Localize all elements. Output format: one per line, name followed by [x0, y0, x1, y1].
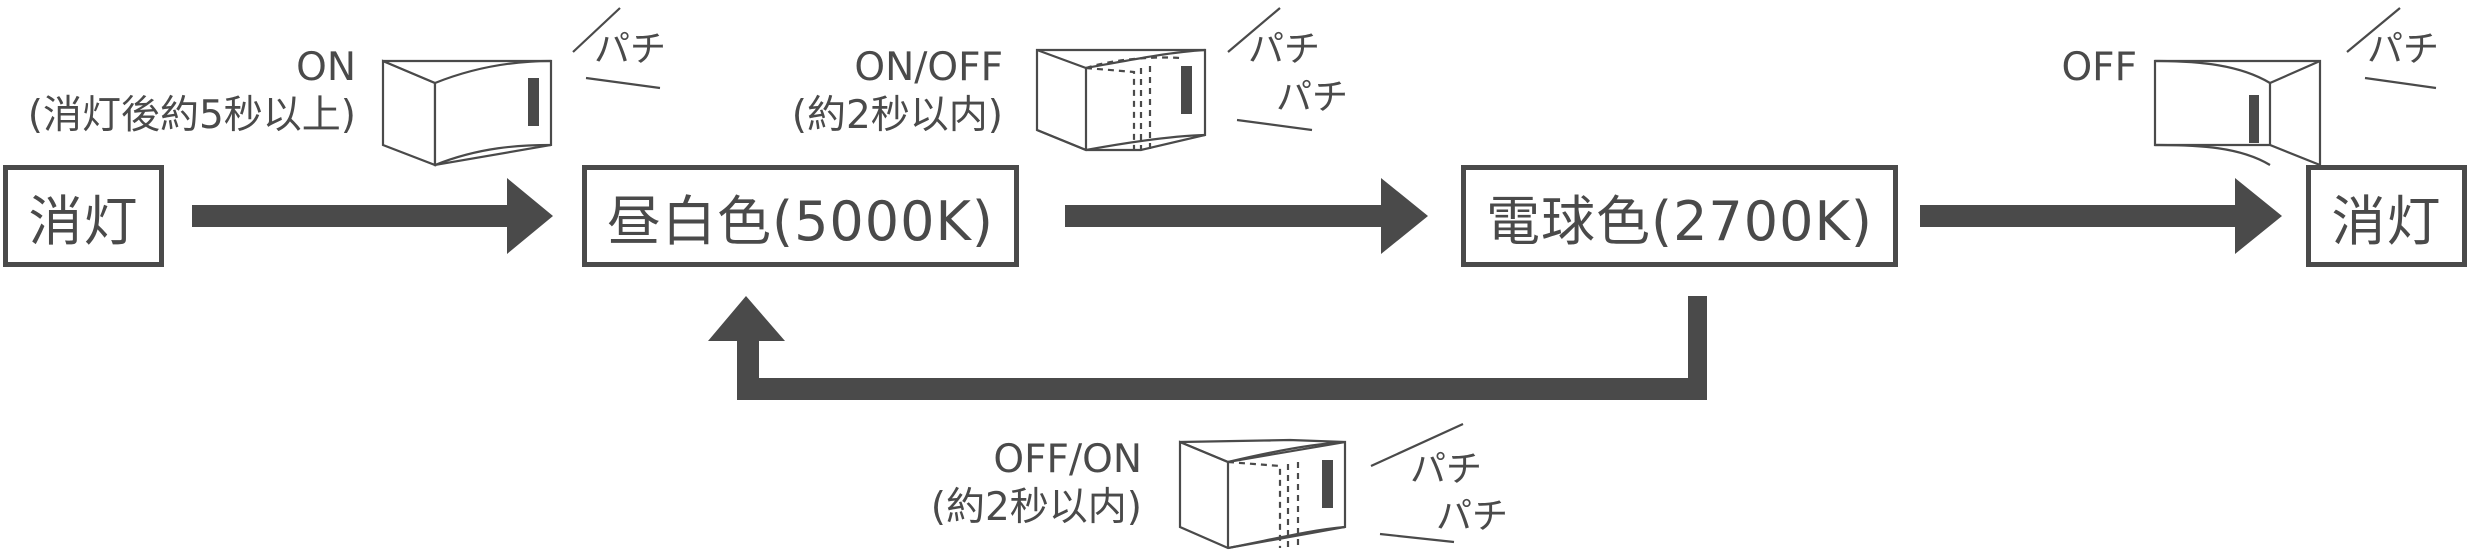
state-off-end: 消灯 — [2306, 165, 2467, 267]
right-arrow-icon — [1920, 178, 2282, 254]
op-off-title: OFF — [2061, 45, 2137, 90]
op-onoff: ON/OFF (約2秒以内) — [792, 44, 1003, 140]
switch-off-icon — [2153, 59, 2322, 167]
click-sound: パチ — [1248, 29, 1321, 70]
op-onoff-note: (約2秒以内) — [791, 93, 1003, 138]
state-warm-label: 電球色(2700K) — [1486, 189, 1873, 253]
op-offon: OFF/ON (約2秒以内) — [931, 436, 1142, 532]
state-daylight-label: 昼白色(5000K) — [607, 189, 994, 253]
switch-toggle-icon — [1178, 438, 1347, 550]
click-sound: パチ — [594, 29, 667, 70]
state-off-start-label: 消灯 — [28, 189, 139, 253]
click-sound: パチ — [1276, 77, 1349, 118]
state-warm: 電球色(2700K) — [1461, 165, 1898, 267]
return-arrow-icon — [708, 296, 1707, 400]
state-off-end-label: 消灯 — [2331, 189, 2442, 253]
op-on: ON (消灯後約5秒以上) — [28, 44, 356, 140]
op-offon-title: OFF/ON — [993, 437, 1142, 482]
switch-toggle-icon — [1035, 48, 1207, 152]
op-onoff-title: ON/OFF — [854, 45, 1003, 90]
op-off: OFF — [2061, 44, 2137, 92]
right-arrow-icon — [1065, 178, 1428, 254]
right-arrow-icon — [192, 178, 553, 254]
switch-on-icon — [381, 59, 553, 167]
op-offon-note: (約2秒以内) — [930, 485, 1142, 530]
op-on-note: (消灯後約5秒以上) — [27, 93, 356, 138]
click-sound: パチ — [1410, 449, 1483, 490]
click-sound: パチ — [1436, 496, 1509, 537]
state-daylight: 昼白色(5000K) — [582, 165, 1019, 267]
state-off-start: 消灯 — [3, 165, 164, 267]
click-sound: パチ — [2367, 29, 2440, 70]
op-on-title: ON — [296, 45, 356, 90]
